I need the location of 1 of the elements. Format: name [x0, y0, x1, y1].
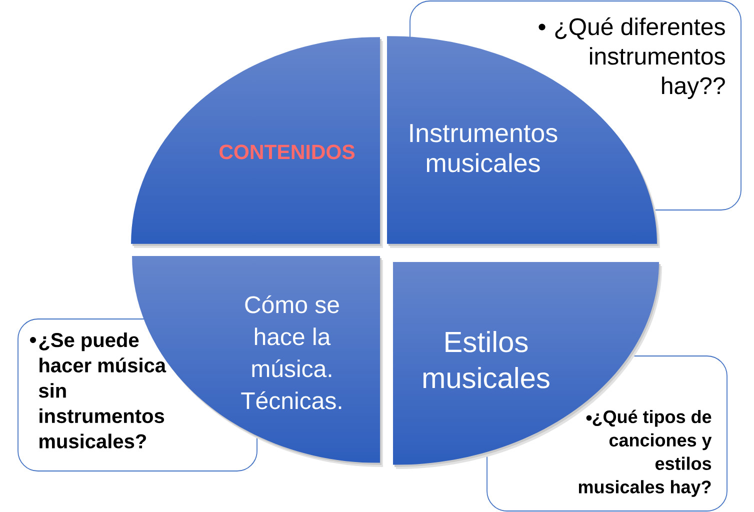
quadrant-segment: CONTENIDOS — [131, 37, 383, 248]
